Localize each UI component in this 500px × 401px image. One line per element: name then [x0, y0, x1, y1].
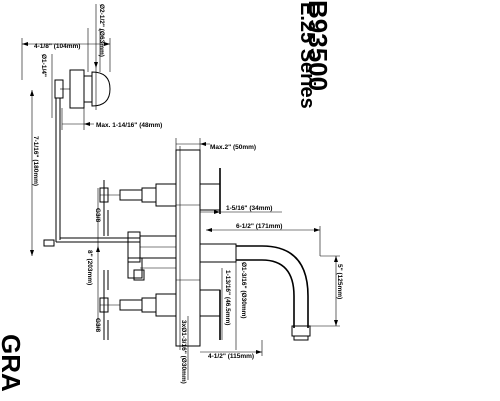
- dim-label: 5" (125mm): [336, 264, 343, 299]
- dim-label: Max.2" (50mm): [210, 144, 256, 151]
- dim-spout-diameter: Ø1-3/16" (Ø30mm): [235, 250, 247, 350]
- series-name: E.25 Series: [296, 2, 318, 109]
- dim-label: Ø1-1/4": [40, 54, 47, 77]
- supply-hoses: [103, 210, 109, 340]
- dim-handle-diameter: Ø2-1/2" (Ø63mm): [94, 4, 105, 68]
- dim-base-46: 1-13/16" (46.5mm): [221, 268, 231, 340]
- dim-handle-depth: 4-1/8" (104mm): [21, 38, 111, 80]
- dim-center-8: 8" (203mm): [86, 188, 100, 330]
- dim-label: 8" (203mm): [86, 250, 93, 285]
- dim-label: 4-1/8" (104mm): [34, 43, 80, 50]
- dim-max-50: Max.2" (50mm): [175, 138, 256, 151]
- upper-valve: [99, 168, 221, 214]
- dim-label: 4-1/2" (115mm): [208, 353, 254, 360]
- dim-spout-height: 5" (125mm): [310, 255, 343, 327]
- thread-label-top: G3/8: [94, 208, 101, 222]
- dim-spout-reach: 6-1/2" (171mm): [206, 223, 321, 256]
- dim-label: 1-13/16" (46.5mm): [224, 270, 231, 325]
- diverter-handle: [54, 28, 111, 110]
- dim-label: 6-1/2" (171mm): [236, 223, 282, 230]
- dim-base-115: 4-1/2" (115mm): [200, 340, 263, 360]
- dim-max-48: Max. 1-14/16" (48mm): [61, 108, 162, 130]
- dim-stem-34: 1-5/16" (34mm): [200, 205, 282, 214]
- thread-label-bottom: G3/8: [94, 318, 101, 332]
- dim-label: Ø1-3/16" (Ø30mm): [240, 262, 247, 319]
- dim-label: 7-1/16" (180mm): [32, 136, 39, 186]
- spout: [236, 245, 311, 341]
- dim-base-diameter: 3xØ1-3/16" (Ø30mm): [180, 316, 189, 384]
- spout-body: [127, 231, 237, 281]
- dim-left-height: 7-1/16" (180mm): [30, 90, 39, 256]
- dim-label: 1-5/16" (34mm): [226, 205, 272, 212]
- lower-valve: [99, 289, 221, 340]
- dim-label: Ø2-1/2" (Ø63mm): [98, 4, 105, 57]
- dim-label: 3xØ1-3/16" (Ø30mm): [180, 320, 187, 384]
- dim-small-diameter: Ø1-1/4": [40, 54, 53, 118]
- brand-logo: GRA: [0, 334, 26, 392]
- dim-label: Max. 1-14/16" (48mm): [96, 122, 162, 129]
- model-number: B93500: [303, 0, 333, 91]
- connecting-hose: [43, 98, 140, 247]
